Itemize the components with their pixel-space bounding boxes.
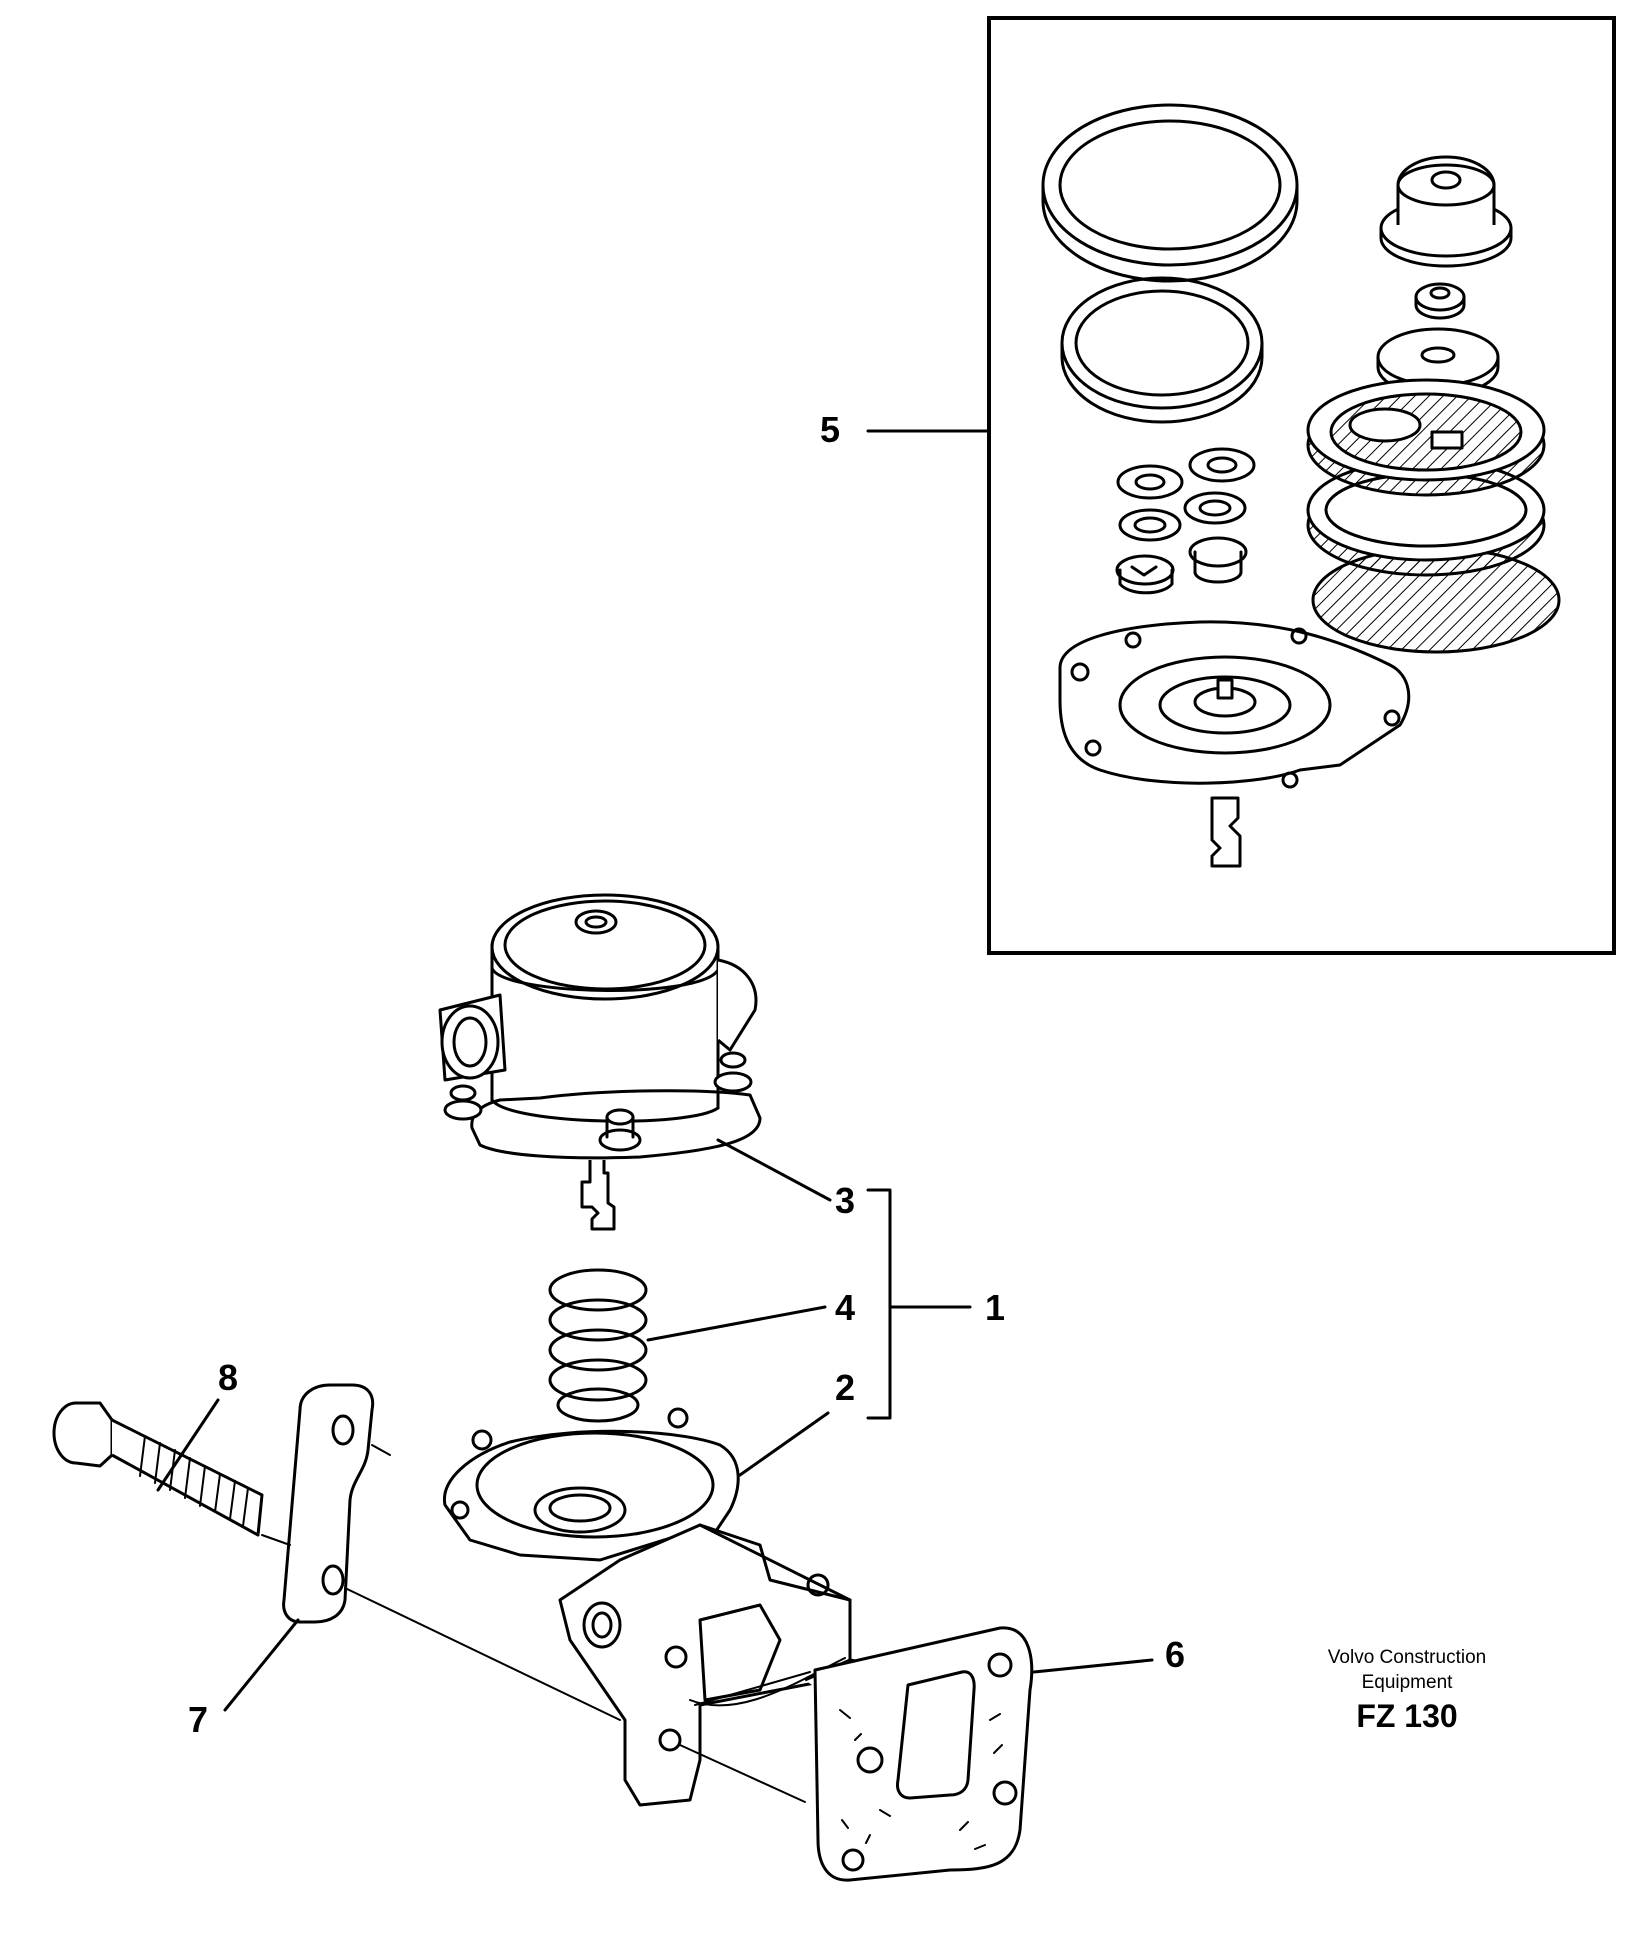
callout-3: 3 (835, 1180, 855, 1221)
leader-line-3 (716, 1138, 832, 1202)
housing-screws (443, 1051, 753, 1152)
callout-8: 8 (218, 1357, 238, 1398)
small-washer (1414, 282, 1466, 320)
leader-line-8 (156, 1398, 220, 1492)
valve-cap (1379, 155, 1513, 268)
callout-1: 1 (985, 1287, 1005, 1328)
spring (548, 1268, 648, 1423)
spring-plate (1376, 327, 1500, 397)
repair-kit-inset: 5 (820, 16, 1616, 955)
valve-assemblies (1115, 447, 1256, 595)
bolt (52, 1401, 264, 1537)
leader-line-6 (1032, 1658, 1154, 1674)
flange-gasket (813, 1626, 1034, 1882)
callout-7: 7 (188, 1699, 208, 1740)
large-seal-ring (1041, 103, 1299, 283)
brand-block: Volvo Construction Equipment FZ 130 (1328, 1647, 1486, 1734)
callout-4: 4 (835, 1287, 855, 1328)
assembly-guide-lines (261, 1444, 811, 1803)
callout-2: 2 (835, 1367, 855, 1408)
lower-body (442, 1407, 880, 1807)
brand-line-1: Volvo Construction (1328, 1647, 1486, 1668)
group-bracket (866, 1188, 892, 1420)
medium-seal-ring (1060, 276, 1264, 424)
callout-6: 6 (1165, 1634, 1185, 1675)
leader-line-2 (738, 1411, 830, 1477)
leader-line-4 (646, 1305, 827, 1342)
callout-5: 5 (820, 409, 840, 450)
diaphragm-assembly (1058, 620, 1411, 868)
diaphragm-discs (1306, 378, 1561, 654)
upper-housing (438, 893, 762, 1231)
brand-line-2: Equipment (1362, 1672, 1454, 1693)
figure-code: FZ 130 (1356, 1698, 1457, 1734)
bracket-plate (282, 1383, 375, 1624)
leader-line-7 (223, 1618, 300, 1712)
